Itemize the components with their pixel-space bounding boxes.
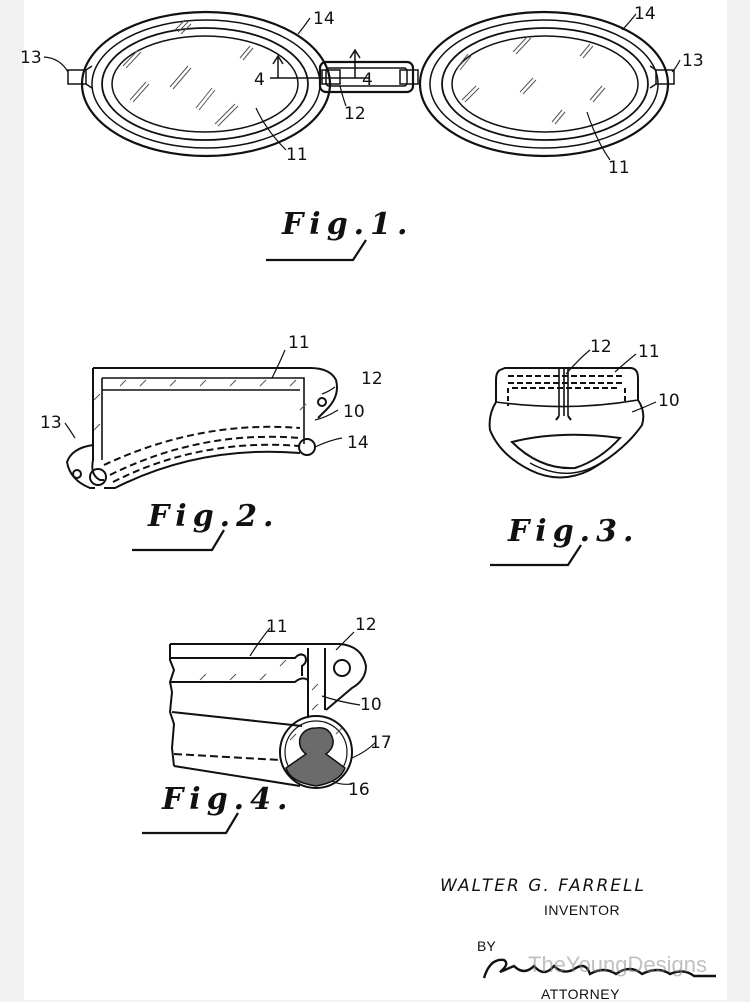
- figure-4-enlarged-section: 11 12 10 17 16: [168, 615, 392, 800]
- figure-1-goggles: 13 14 4 4 12 11 14 13 11: [20, 4, 704, 178]
- ref-label: 10: [343, 402, 365, 422]
- ref-label: 14: [313, 9, 335, 29]
- figure-3-side-view: 12 11 10: [488, 337, 680, 479]
- figure-3-caption: Fig.3.: [490, 514, 639, 567]
- figure-2-section: 11 12 10 13 14: [40, 333, 383, 489]
- figure-1-caption: Fig.1.: [266, 207, 413, 262]
- ref-label: 11: [286, 145, 308, 165]
- ref-label: 17: [370, 733, 392, 753]
- figure-4-caption: Fig.4.: [142, 782, 293, 835]
- ref-label: 12: [590, 337, 612, 357]
- watermark: TheYoungDesigns: [528, 952, 707, 977]
- ref-label: 12: [344, 104, 366, 124]
- ref-label: 13: [40, 413, 62, 433]
- svg-text:Fig.1.: Fig.1.: [281, 207, 413, 242]
- ref-label: 10: [658, 391, 680, 411]
- ref-label: 11: [608, 158, 630, 178]
- ref-label: 12: [361, 369, 383, 389]
- ref-label: 13: [682, 51, 704, 71]
- ref-label: 11: [266, 617, 288, 637]
- svg-text:Fig.2.: Fig.2.: [147, 499, 279, 534]
- attorney-role: ATTORNEY: [541, 986, 620, 1002]
- ref-label: 10: [360, 695, 382, 715]
- ref-label: 11: [638, 342, 660, 362]
- svg-text:Fig.3.: Fig.3.: [507, 514, 639, 549]
- figure-2-caption: Fig.2.: [132, 499, 279, 552]
- ref-label: 4: [362, 70, 373, 90]
- patent-sheet: [24, 0, 727, 1000]
- ref-label: 12: [355, 615, 377, 635]
- ref-label: 13: [20, 48, 42, 68]
- inventor-name: WALTER G. FARRELL: [440, 876, 646, 896]
- attorney-signature: [482, 958, 716, 979]
- ref-label: 14: [347, 433, 369, 453]
- ref-label: 14: [634, 4, 656, 24]
- ref-label: 11: [288, 333, 310, 353]
- inventor-role: INVENTOR: [544, 902, 621, 918]
- by-label: BY: [477, 938, 496, 954]
- svg-text:Fig.4.: Fig.4.: [161, 782, 293, 817]
- ref-label: 16: [348, 780, 370, 800]
- ref-label: 4: [254, 70, 265, 90]
